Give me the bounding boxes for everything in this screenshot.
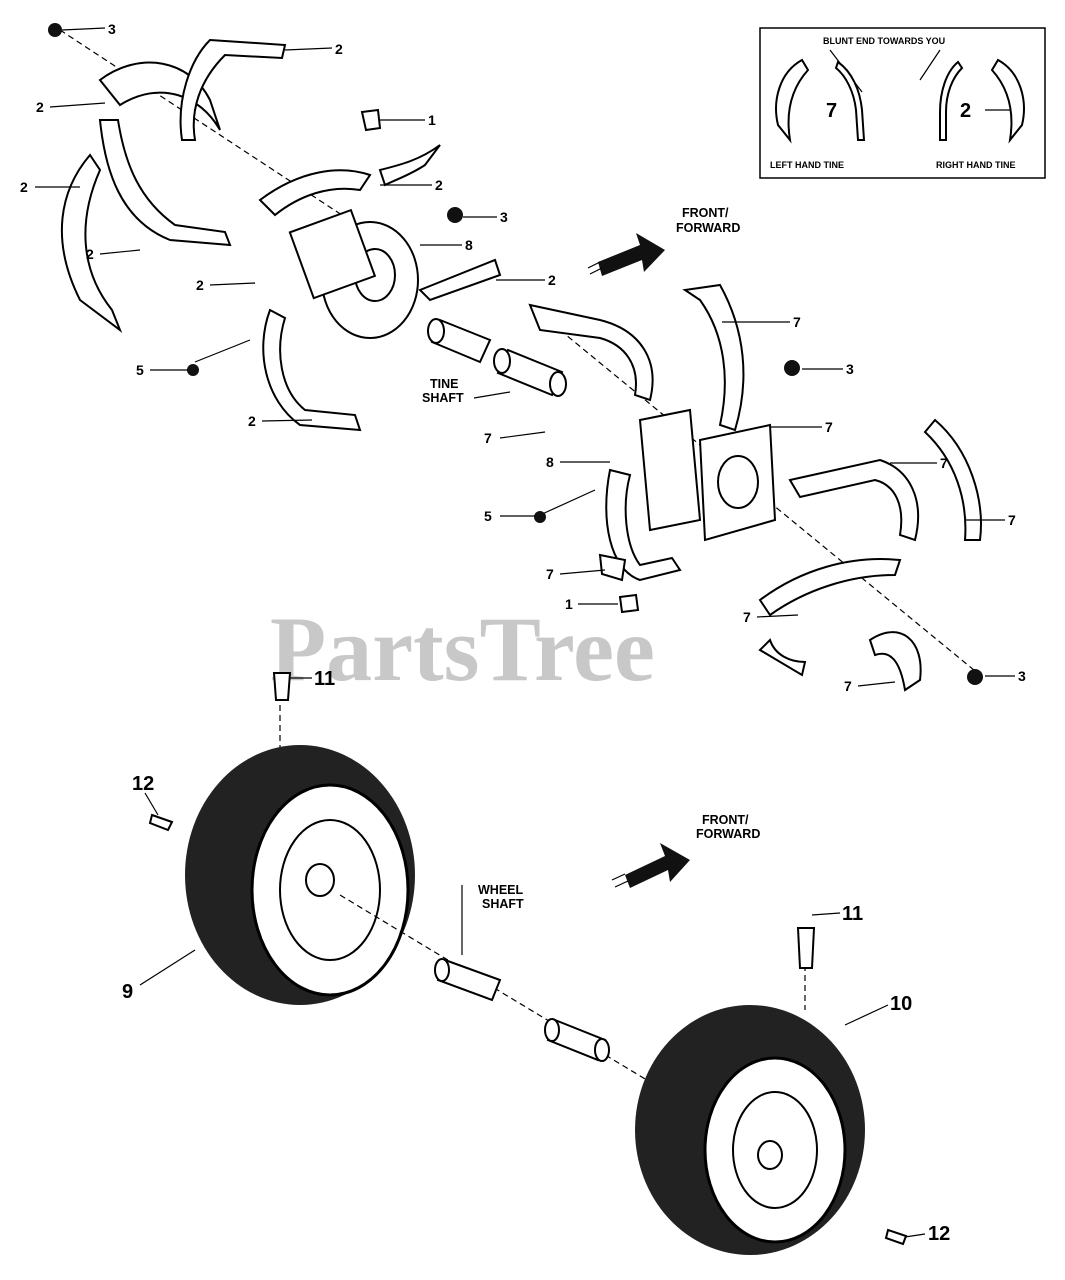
tine-shaft-label-2: SHAFT (422, 391, 464, 405)
wheel-shaft-label-1: WHEEL (478, 883, 524, 897)
callout-2-tine: 2 (36, 99, 44, 115)
tine-shaft-label-1: TINE (430, 377, 458, 391)
callout-1-bolt: 1 (565, 596, 573, 612)
front-forward-label-top-2: FORWARD (676, 221, 740, 235)
note-right-number: 2 (960, 100, 971, 122)
callout-2-tine: 2 (20, 179, 28, 195)
front-forward-label-bottom-1: FRONT/ (702, 813, 749, 827)
left-tine-assembly (528, 283, 983, 692)
note-left-label: LEFT HAND TINE (770, 160, 844, 170)
tine-orientation-note: BLUNT END TOWARDS YOU 7 2 LEFT HAND TINE… (759, 27, 1046, 179)
left-hand-tine-icon (775, 58, 810, 144)
callout-12-clip: 12 (132, 773, 154, 795)
front-forward-arrow-top-icon (587, 233, 665, 276)
callout-3-nut: 3 (846, 361, 854, 377)
callout-8-hub: 8 (546, 454, 554, 470)
callout-3-nut: 3 (500, 209, 508, 225)
callout-7-tine: 7 (1008, 512, 1016, 528)
front-forward-arrow-bottom-icon (611, 843, 690, 888)
right-hand-tine-icon (990, 58, 1025, 144)
note-right-label: RIGHT HAND TINE (936, 160, 1016, 170)
callout-5-bolt: 5 (484, 508, 492, 524)
callout-2-tine: 2 (435, 177, 443, 193)
callout-2-tine: 2 (86, 246, 94, 262)
right-wheel (635, 927, 908, 1255)
callout-3-nut: 3 (1018, 668, 1026, 684)
callout-11-pin: 11 (842, 903, 863, 925)
callout-7-tine: 7 (484, 430, 492, 446)
callout-7-tine: 7 (825, 419, 833, 435)
left-wheel (148, 672, 415, 1005)
left-tine-edge-icon (834, 60, 866, 141)
leader-lines (35, 27, 1015, 1238)
callout-2-tine: 2 (248, 413, 256, 429)
callout-2-tine: 2 (335, 41, 343, 57)
callout-5-bolt: 5 (136, 362, 144, 378)
right-tine-edge-icon (939, 60, 964, 141)
callout-7-tine: 7 (743, 609, 751, 625)
callout-2-tine: 2 (196, 277, 204, 293)
wheel-shaft (339, 894, 681, 1101)
watermark: PartsTree (270, 598, 655, 700)
callout-8-hub: 8 (465, 237, 473, 253)
front-forward-label-top-1: FRONT/ (682, 206, 729, 220)
callout-11-pin: 11 (314, 668, 335, 690)
callout-7-tine: 7 (546, 566, 554, 582)
callout-1-bolt: 1 (428, 112, 436, 128)
callout-2-tine: 2 (548, 272, 556, 288)
callout-7-tine: 7 (793, 314, 801, 330)
callout-7-tine: 7 (844, 678, 852, 694)
callout-3-nut: 3 (108, 21, 116, 37)
callout-10-wheel: 10 (890, 993, 912, 1015)
callout-7-tine: 7 (940, 455, 948, 471)
callout-9-wheel: 9 (122, 981, 133, 1003)
callout-12-clip: 12 (928, 1223, 950, 1245)
tine-shaft (427, 318, 567, 397)
right-tine-assembly (48, 23, 502, 432)
note-left-number: 7 (826, 100, 837, 122)
note-heading: BLUNT END TOWARDS YOU (823, 36, 945, 46)
wheel-shaft-label-2: SHAFT (482, 897, 524, 911)
front-forward-label-bottom-2: FORWARD (696, 827, 760, 841)
